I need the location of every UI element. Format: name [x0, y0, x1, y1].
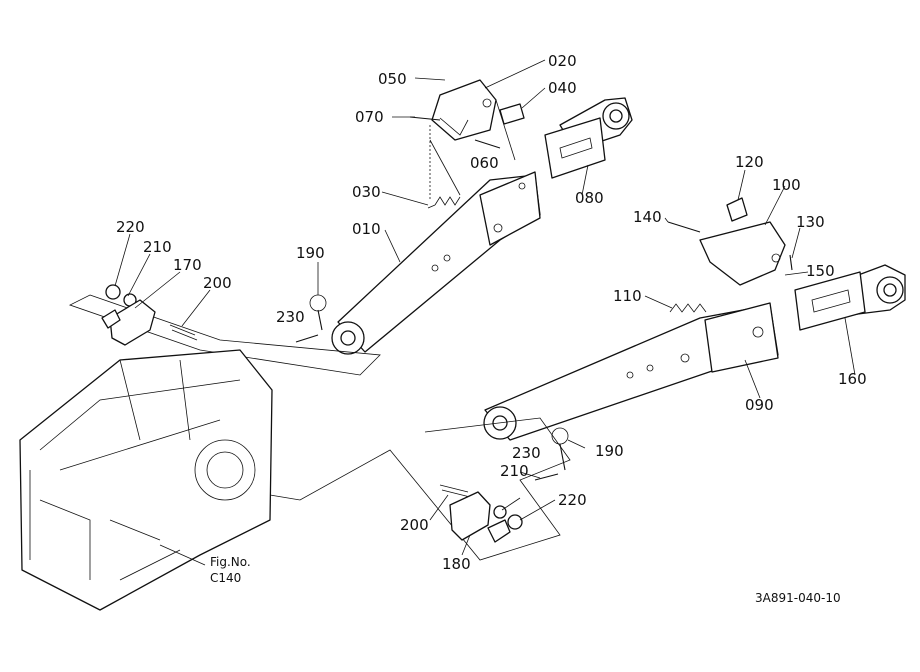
callout-220-lower: 220: [558, 491, 587, 509]
callout-140: 140: [633, 208, 662, 226]
callout-200-upper: 200: [203, 274, 232, 292]
figure-ref-label: Fig.No.: [210, 555, 251, 569]
callout-130: 130: [796, 213, 825, 231]
pin-140: [667, 221, 701, 233]
pin-040: [499, 103, 525, 125]
callout-040: 040: [548, 79, 577, 97]
callout-150: 150: [806, 262, 835, 280]
callout-080: 080: [575, 189, 604, 207]
lower-link-left: [331, 171, 541, 355]
slide-block-080: [544, 117, 606, 179]
callout-170: 170: [173, 256, 202, 274]
callout-230-upper: 230: [276, 308, 305, 326]
transmission-case: [19, 349, 273, 611]
clip-bracket-020: [431, 79, 497, 141]
callout-050: 050: [378, 70, 407, 88]
callout-110: 110: [613, 287, 642, 305]
callout-020: 020: [548, 52, 577, 70]
callouts: 050 020 040 070 060 030 080 010 120 100 …: [116, 52, 867, 573]
pin-120: [726, 197, 748, 222]
callout-220-upper: 220: [116, 218, 145, 236]
pin-070: [409, 116, 441, 121]
callout-010: 010: [352, 220, 381, 238]
callout-090: 090: [745, 396, 774, 414]
callout-200-lower: 200: [400, 516, 429, 534]
drawing-code: 3A891-040-10: [755, 591, 841, 605]
pin-060: [474, 139, 501, 149]
callout-210-upper: 210: [143, 238, 172, 256]
callout-190-lower: 190: [595, 442, 624, 460]
pin-group-upper-left: [68, 284, 381, 376]
callout-180: 180: [442, 555, 471, 573]
slide-block-160: [794, 271, 866, 331]
pin-group-lower-right: [269, 417, 571, 561]
lower-link-right: [483, 302, 779, 441]
leader-lines: [114, 59, 856, 566]
callout-210-lower: 210: [500, 462, 529, 480]
callout-030: 030: [352, 183, 381, 201]
callout-060: 060: [470, 154, 499, 172]
callout-070: 070: [355, 108, 384, 126]
callout-120: 120: [735, 153, 764, 171]
callout-160: 160: [838, 370, 867, 388]
pin-130: [789, 254, 793, 271]
spring-030: [427, 196, 461, 209]
callout-100: 100: [772, 176, 801, 194]
figure-ref-number: C140: [210, 571, 241, 585]
clip-bracket-100: [699, 221, 786, 286]
spring-110: [669, 303, 707, 313]
callout-190-upper: 190: [296, 244, 325, 262]
callout-230-lower: 230: [512, 444, 541, 462]
